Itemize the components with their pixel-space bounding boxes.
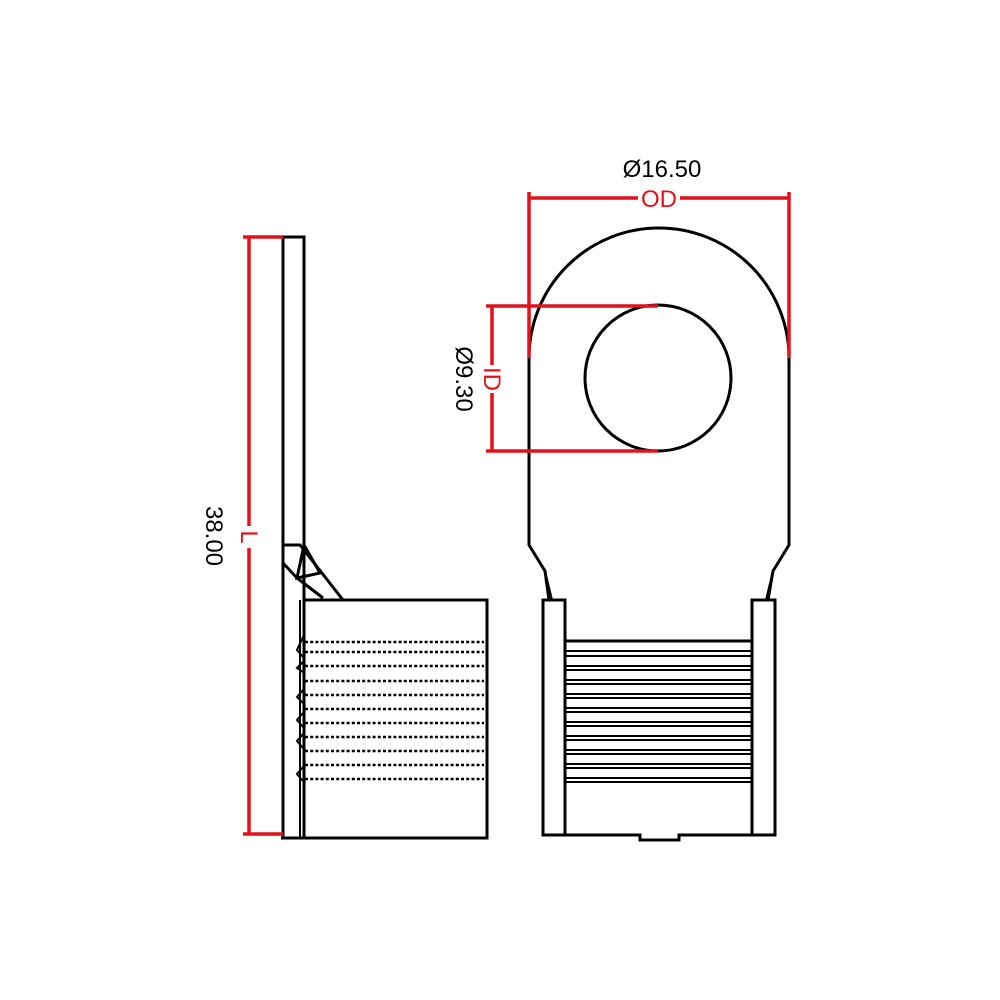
inner-diameter-label: ID bbox=[478, 367, 505, 391]
length-dimension-value: 38.00 bbox=[200, 506, 227, 566]
front-view-ring-tongue bbox=[527, 226, 791, 601]
front-view-barrel bbox=[541, 598, 777, 842]
side-view-barrel bbox=[302, 598, 489, 840]
outer-diameter-dimension: OD Ø16.50 bbox=[527, 156, 791, 358]
side-view-bend bbox=[281, 540, 345, 601]
length-dimension-label: L bbox=[235, 530, 262, 543]
side-view-serrations bbox=[295, 636, 484, 782]
outer-diameter-value: Ø16.50 bbox=[623, 156, 702, 183]
outer-diameter-label: OD bbox=[641, 186, 677, 213]
front-view: OD Ø16.50 ID Ø9.30 bbox=[450, 156, 791, 842]
front-view-stud-hole bbox=[583, 303, 733, 453]
front-view-serrations bbox=[565, 650, 752, 783]
inner-diameter-value: Ø9.30 bbox=[450, 346, 477, 411]
length-dimension: 38.00 L bbox=[200, 235, 283, 836]
inner-diameter-dimension: ID Ø9.30 bbox=[450, 304, 658, 453]
side-view: 38.00 L bbox=[200, 235, 489, 840]
front-view-neck-chamfer bbox=[544, 570, 774, 601]
